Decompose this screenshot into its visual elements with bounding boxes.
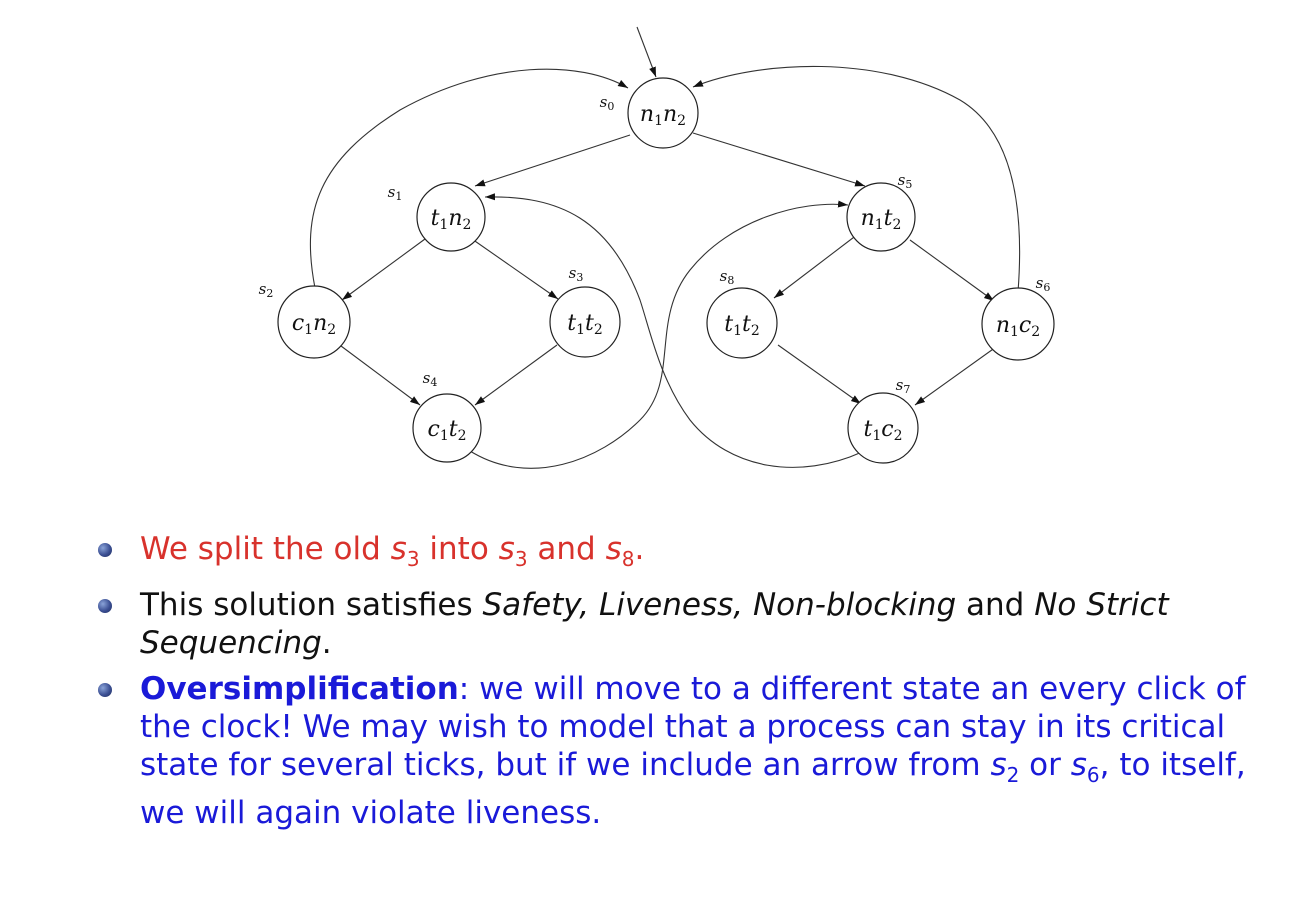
- transition-system-diagram: n1n2 s0 t1n2 s1 c1n2 s2 t1t2 s3 c1t2 s4 …: [259, 26, 1055, 469]
- node-s1: t1n2 s1: [388, 182, 486, 252]
- state-label-s5: s5: [898, 171, 913, 191]
- bullet-oversimplification: Oversimplification: we will move to a di…: [98, 670, 1288, 832]
- property-list: Safety, Liveness, Non-blocking: [482, 587, 957, 624]
- edge-s7-s1: [484, 193, 863, 468]
- initial-arrow: [636, 26, 657, 78]
- bullet-text: This solution satisfies: [140, 587, 483, 624]
- state-label-s3: s3: [569, 264, 584, 284]
- edge-s2-s0: [309, 68, 629, 289]
- node-s7: t1c2 s7: [847, 376, 919, 464]
- state-var: s3: [498, 531, 528, 572]
- svg-text:t1t2: t1t2: [724, 312, 760, 339]
- edge-s6-s0: [692, 65, 1021, 293]
- bullet-icon: [98, 599, 112, 614]
- bullet-text: We split the old: [140, 531, 391, 567]
- edge-s5-s8: [773, 230, 863, 299]
- bullet-heading: Oversimplification: [140, 671, 459, 708]
- node-s0: n1n2 s0: [600, 77, 699, 149]
- edge-s5-s6: [909, 239, 995, 302]
- edge-s1-s3: [471, 238, 559, 300]
- bullet-text: .: [634, 531, 645, 567]
- bullet-text: or: [1019, 747, 1071, 784]
- edge-s0-s5: [692, 132, 866, 187]
- state-label-s7: s7: [896, 376, 911, 396]
- state-var: s2: [990, 747, 1020, 788]
- node-s3: t1t2 s3: [549, 264, 621, 358]
- node-s2: c1n2 s2: [259, 280, 351, 359]
- svg-text:n1t2: n1t2: [861, 206, 902, 233]
- bullet-text: : we will move to a different state an e…: [140, 671, 1246, 784]
- svg-text:t1t2: t1t2: [567, 311, 603, 338]
- bullet-split-states: We split the old s3 into s3 and s8.: [98, 530, 1288, 578]
- state-label-s1: s1: [388, 183, 403, 203]
- edge-s0-s1: [474, 134, 631, 187]
- state-label-s2: s2: [259, 280, 274, 300]
- state-label-s4: s4: [423, 369, 438, 389]
- bullet-text: into: [419, 531, 499, 567]
- svg-text:t1n2: t1n2: [431, 206, 472, 233]
- edge-s1-s2: [341, 238, 426, 301]
- bullet-icon: [98, 543, 112, 557]
- node-s6: n1c2 s6: [981, 274, 1055, 361]
- svg-text:n1c2: n1c2: [996, 313, 1040, 340]
- state-var: s3: [390, 531, 420, 572]
- svg-text:t1c2: t1c2: [863, 417, 902, 444]
- bullet-text: .: [321, 625, 332, 662]
- property-name: No Strict Sequencing: [140, 587, 1169, 662]
- bullet-text: , to itself, we will again violate liven…: [140, 747, 1246, 832]
- state-var: s6: [1070, 747, 1100, 788]
- edge-s6-s7: [914, 346, 997, 406]
- bullet-properties: This solution satisfies Safety, Liveness…: [98, 586, 1288, 662]
- bullet-list: We split the old s3 into s3 and s8. This…: [98, 530, 1288, 840]
- svg-text:c1n2: c1n2: [292, 311, 336, 338]
- bullet-icon: [98, 683, 112, 698]
- state-var: s8: [605, 531, 635, 572]
- bullet-text: and: [956, 587, 1035, 624]
- bullet-text: and: [527, 531, 606, 567]
- state-label-s0: s0: [600, 93, 615, 113]
- state-label-s6: s6: [1036, 274, 1051, 294]
- node-s8: t1t2 s8: [706, 267, 778, 359]
- edge-s3-s4: [474, 344, 558, 406]
- svg-text:n1n2: n1n2: [640, 102, 686, 129]
- edges: [309, 26, 1021, 469]
- svg-text:c1t2: c1t2: [427, 417, 466, 444]
- edge-s2-s4: [336, 342, 421, 406]
- node-s5: n1t2 s5: [846, 171, 916, 252]
- state-label-s8: s8: [720, 267, 735, 287]
- node-s4: c1t2 s4: [412, 369, 482, 463]
- edge-s4-s5: [469, 200, 849, 469]
- edge-s8-s7: [777, 344, 862, 405]
